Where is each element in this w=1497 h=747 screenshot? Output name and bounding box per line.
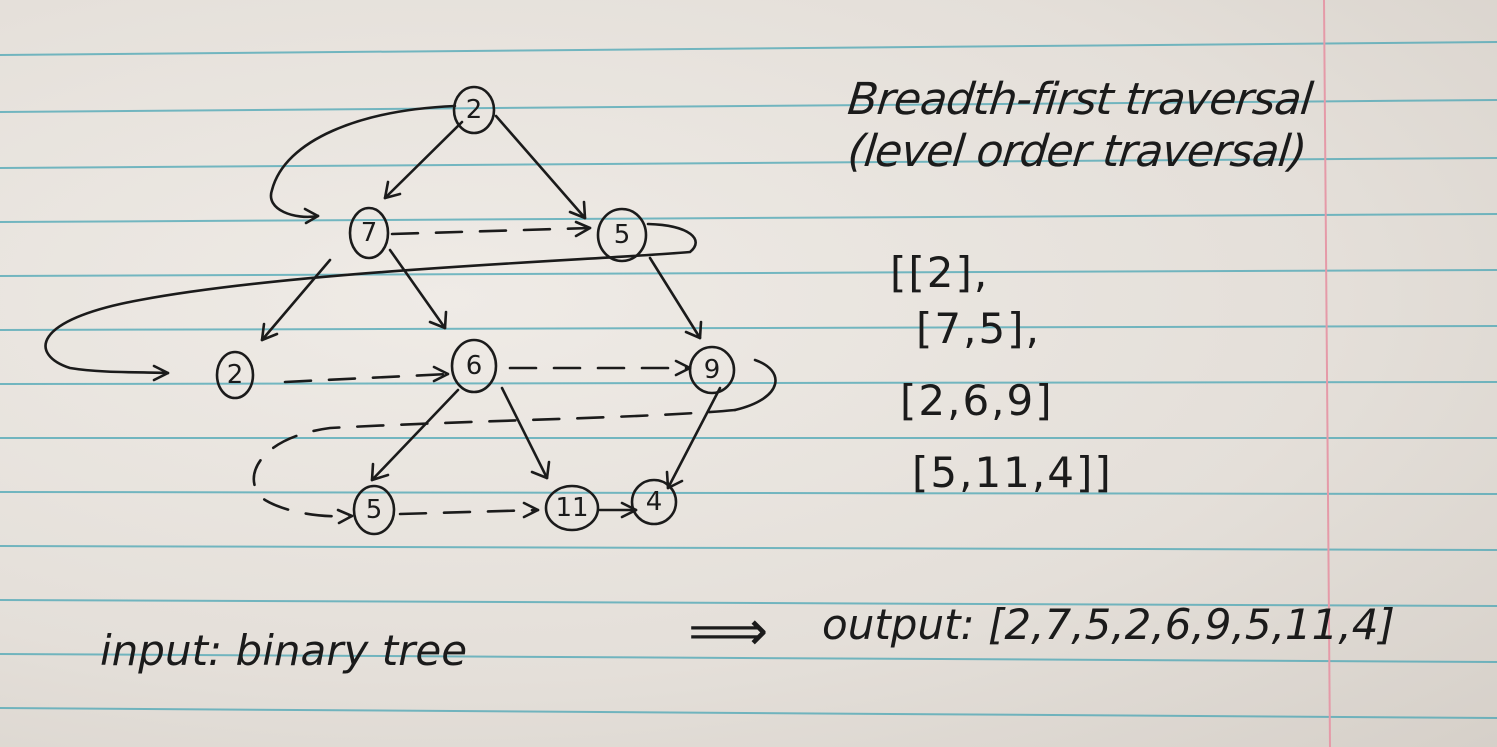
input-label: input: binary tree <box>100 626 468 675</box>
margin-line <box>1323 0 1331 747</box>
svg-text:2: 2 <box>466 95 483 125</box>
levels-line-1: [[2], <box>890 248 990 297</box>
binary-tree-diagram: 2 7 5 2 6 9 5 11 <box>44 85 777 536</box>
svg-text:7: 7 <box>361 218 378 248</box>
svg-text:6: 6 <box>466 351 483 381</box>
tree-node-level3-middle: 11 <box>544 484 600 532</box>
levels-line-3: [2,6,9] <box>900 376 1054 425</box>
tree-node-level1-left: 7 <box>348 206 390 260</box>
title-line-2: (level order traversal) <box>845 126 1309 177</box>
svg-text:5: 5 <box>614 220 631 250</box>
svg-text:5: 5 <box>366 495 383 525</box>
tree-node-level2-right: 9 <box>688 345 736 395</box>
tree-node-root: 2 <box>452 85 496 135</box>
svg-text:2: 2 <box>227 360 244 390</box>
tree-node-level3-left: 5 <box>352 484 396 536</box>
implies-arrow: ⟹ <box>688 599 769 664</box>
title-line-1: Breadth-first traversal <box>845 74 1315 125</box>
tree-node-level2-left: 2 <box>215 350 255 400</box>
tree-node-level2-middle: 6 <box>450 338 498 394</box>
tree-node-level1-right: 5 <box>596 207 648 263</box>
output-label: output: [2,7,5,2,6,9,5,11,4] <box>822 600 1395 649</box>
levels-line-4: [5,11,4]] <box>912 448 1113 497</box>
svg-text:9: 9 <box>704 355 721 385</box>
tree-node-level3-right: 4 <box>630 478 678 526</box>
svg-text:4: 4 <box>646 487 663 517</box>
levels-line-2: [7,5], <box>916 304 1041 353</box>
svg-text:11: 11 <box>555 493 588 523</box>
